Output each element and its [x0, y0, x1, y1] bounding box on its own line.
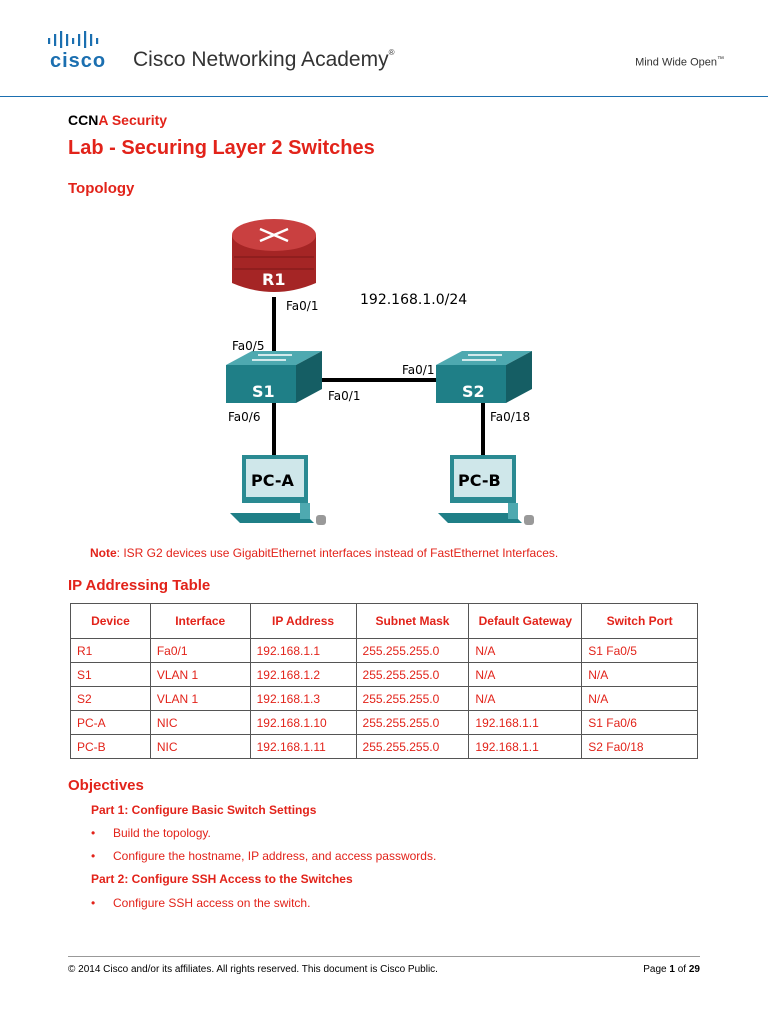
objectives-heading: Objectives	[68, 777, 144, 794]
table-cell: N/A	[468, 662, 583, 687]
pc-b-icon	[438, 455, 534, 525]
table-cell: Fa0/1	[149, 638, 251, 663]
column-header: Default Gateway	[468, 603, 583, 639]
table-cell: 255.255.255.0	[355, 686, 470, 711]
switch-s1-icon	[226, 351, 322, 403]
table-cell: VLAN 1	[149, 662, 251, 687]
table-cell: 192.168.1.11	[249, 734, 357, 759]
part2-heading: Part 2: Configure SSH Access to the Swit…	[91, 872, 353, 886]
switch-s2-icon	[436, 351, 532, 403]
table-cell: NIC	[149, 710, 251, 735]
table-header-row: Device Interface IP Address Subnet Mask …	[70, 603, 698, 639]
table-cell: R1	[70, 638, 151, 663]
page-number: Page 1 of 29	[643, 964, 700, 975]
port-s1-fa05: Fa0/5	[232, 339, 264, 353]
bullet-icon: •	[91, 896, 96, 910]
table-row: S2 VLAN 1 192.168.1.3 255.255.255.0 N/A …	[70, 686, 698, 711]
table-cell: N/A	[468, 638, 583, 663]
table-cell: S1 Fa0/5	[581, 638, 698, 663]
header-divider	[0, 96, 768, 97]
cisco-logo-bars-icon	[48, 31, 99, 48]
table-cell: N/A	[581, 686, 698, 711]
table-cell: 255.255.255.0	[355, 662, 470, 687]
table-cell: 255.255.255.0	[355, 638, 470, 663]
table-cell: S2 Fa0/18	[581, 734, 698, 759]
table-cell: 192.168.1.10	[249, 710, 357, 735]
course-name: CCNA Security	[68, 112, 168, 128]
router-r1-icon	[232, 219, 316, 292]
table-cell: S2	[70, 686, 151, 711]
table-row: PC-B NIC 192.168.1.11 255.255.255.0 192.…	[70, 734, 698, 759]
table-cell: S1 Fa0/6	[581, 710, 698, 735]
table-cell: PC-B	[70, 734, 151, 759]
table-cell: N/A	[581, 662, 698, 687]
table-row: R1 Fa0/1 192.168.1.1 255.255.255.0 N/A S…	[70, 638, 698, 663]
device-label-pc-a: PC-A	[251, 471, 294, 490]
column-header: Device	[70, 603, 151, 639]
table-cell: 255.255.255.0	[355, 734, 470, 759]
ip-table-heading: IP Addressing Table	[68, 577, 211, 594]
port-r1-fa01: Fa0/1	[286, 299, 318, 313]
table-cell: 255.255.255.0	[355, 710, 470, 735]
academy-name: Cisco Networking Academy®	[133, 48, 395, 71]
table-cell: NIC	[149, 734, 251, 759]
device-label-r1: R1	[262, 270, 285, 289]
topology-heading: Topology	[68, 180, 135, 197]
device-label-pc-b: PC-B	[458, 471, 501, 490]
pc-a-icon	[230, 455, 326, 525]
bullet-icon: •	[91, 826, 96, 840]
table-cell: 192.168.1.1	[249, 638, 357, 663]
table-cell: 192.168.1.1	[468, 734, 583, 759]
footer-copyright: © 2014 Cisco and/or its affiliates. All …	[68, 964, 438, 975]
note-text: Note: ISR G2 devices use GigabitEthernet…	[90, 546, 559, 560]
part1-heading: Part 1: Configure Basic Switch Settings	[91, 803, 317, 817]
port-s1-fa01: Fa0/1	[328, 389, 360, 403]
device-label-s1: S1	[252, 382, 275, 401]
device-label-s2: S2	[462, 382, 485, 401]
cisco-logo-text: cisco	[50, 50, 107, 72]
tagline: Mind Wide Open™	[635, 56, 724, 69]
topology-diagram: R1 S1 S2 PC-A PC-B Fa0/1 192.168.1.0/24 …	[226, 219, 534, 525]
table-row: S1 VLAN 1 192.168.1.2 255.255.255.0 N/A …	[70, 662, 698, 687]
network-label: 192.168.1.0/24	[360, 292, 467, 308]
port-s1-fa06: Fa0/6	[228, 410, 260, 424]
table-cell: N/A	[468, 686, 583, 711]
table-cell: S1	[70, 662, 151, 687]
port-s2-fa01: Fa0/1	[402, 363, 434, 377]
document-title: Lab - Securing Layer 2 Switches	[68, 137, 375, 159]
table-cell: 192.168.1.1	[468, 710, 583, 735]
table-cell: 192.168.1.3	[249, 686, 357, 711]
column-header: IP Address	[249, 603, 357, 639]
ip-addressing-table: Device Interface IP Address Subnet Mask …	[70, 603, 698, 759]
port-s2-fa018: Fa0/18	[490, 410, 530, 424]
table-row: PC-A NIC 192.168.1.10 255.255.255.0 192.…	[70, 710, 698, 735]
column-header: Interface	[149, 603, 251, 639]
table-cell: 192.168.1.2	[249, 662, 357, 687]
column-header: Switch Port	[581, 603, 698, 639]
table-cell: VLAN 1	[149, 686, 251, 711]
footer-divider	[68, 956, 700, 957]
column-header: Subnet Mask	[355, 603, 470, 639]
bullet-icon: •	[91, 849, 96, 863]
table-cell: PC-A	[70, 710, 151, 735]
